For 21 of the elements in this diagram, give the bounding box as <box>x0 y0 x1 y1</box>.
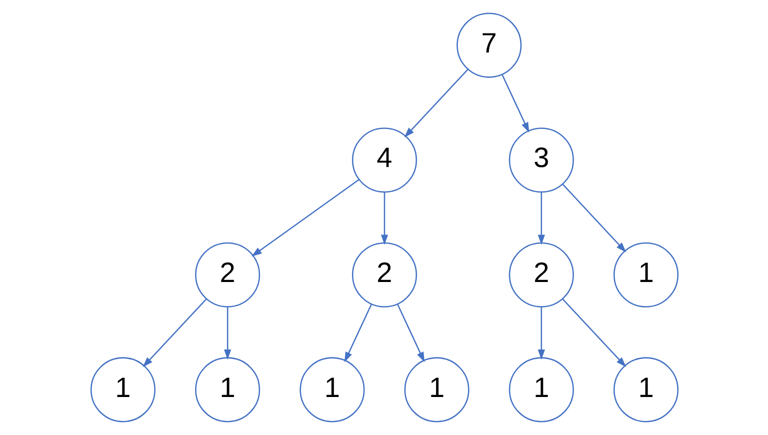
node-circle: 2 <box>508 242 574 308</box>
arrow <box>380 192 388 245</box>
node-circle: 1 <box>508 357 574 422</box>
arrow <box>142 298 206 368</box>
node-circle: 1 <box>404 357 469 422</box>
node-circle: 1 <box>299 357 364 422</box>
arrow <box>562 184 626 252</box>
arrow <box>562 298 626 368</box>
arrow <box>224 306 231 360</box>
arrow <box>501 74 529 133</box>
arrow <box>344 304 372 362</box>
node-circle: 3 <box>508 128 574 193</box>
arrow <box>251 179 359 256</box>
node-circle: 7 <box>456 12 522 78</box>
arrow <box>404 68 468 138</box>
node-circle: 2 <box>351 242 417 308</box>
node-circle: 2 <box>194 242 260 308</box>
arrow <box>537 306 544 360</box>
arrow <box>537 192 544 245</box>
node-circle: 1 <box>194 357 260 422</box>
arrow <box>396 304 424 362</box>
